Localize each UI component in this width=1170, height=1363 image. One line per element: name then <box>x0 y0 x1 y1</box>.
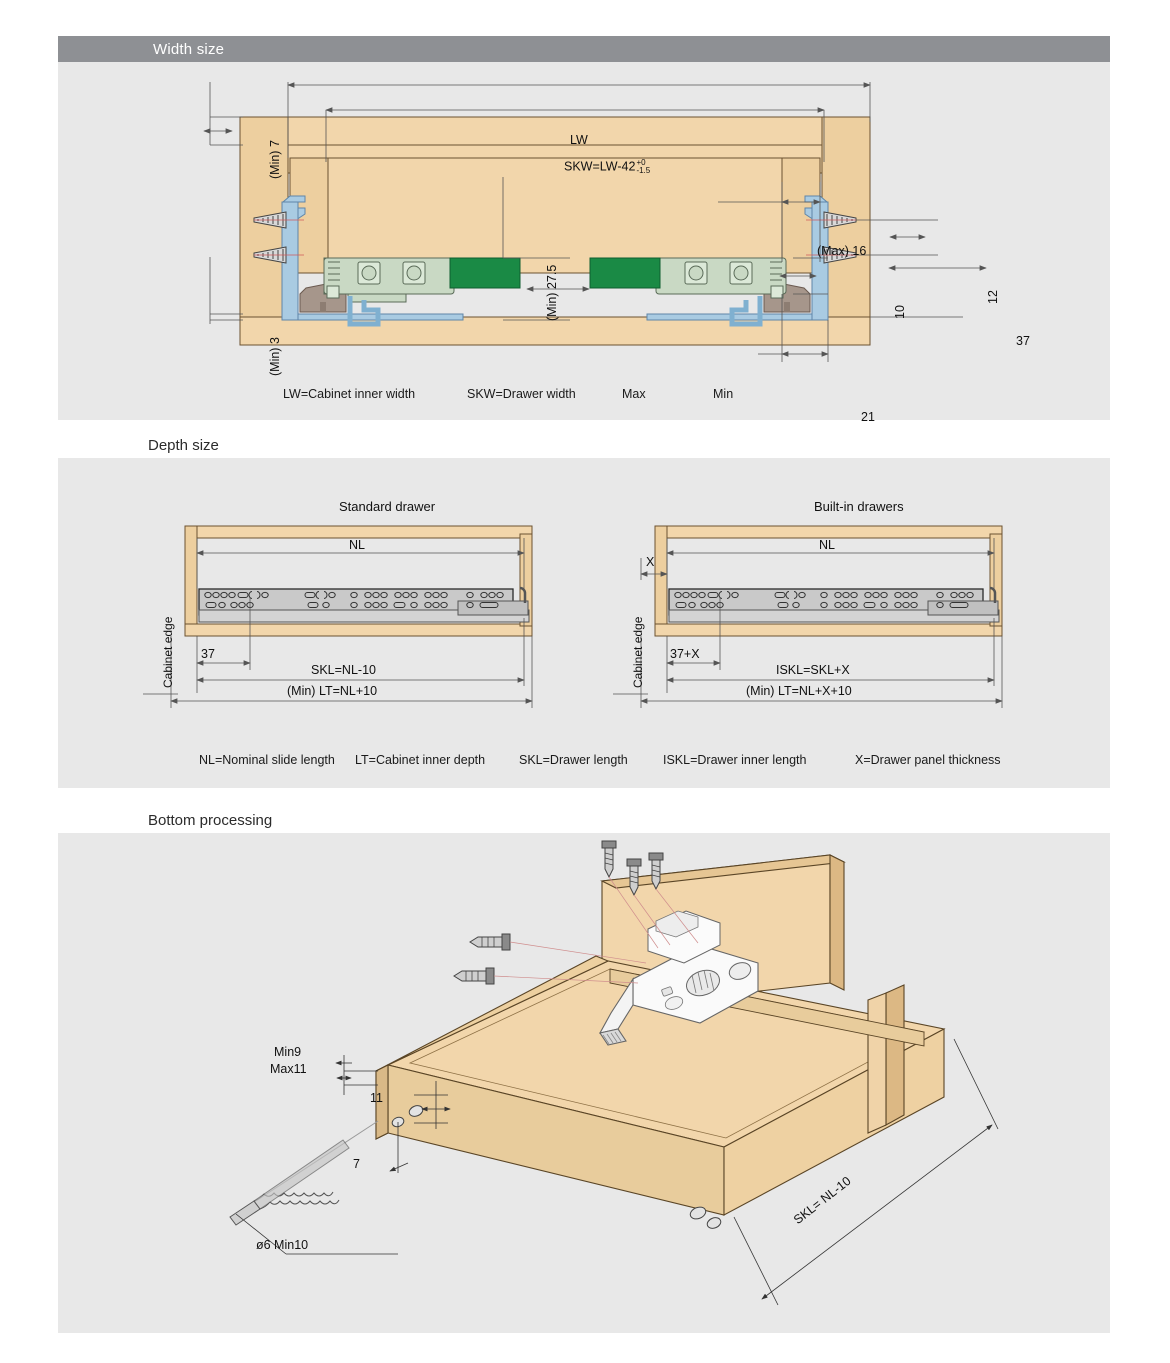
dim-label-min7: (Min) 7 <box>268 140 282 179</box>
dim-label-skw: SKW=LW-42+0-1.5 <box>564 159 650 175</box>
dim-label-lw: LW <box>570 133 588 147</box>
dim-label-10: 10 <box>893 305 907 319</box>
legend-max: Max <box>622 387 646 401</box>
depth-drawing <box>143 525 1003 708</box>
dim-label-x: X <box>646 555 655 569</box>
caption-builtin-drawers: Built-in drawers <box>814 499 904 514</box>
section-header-depth: Depth size <box>148 437 219 454</box>
panel-depth: Standard drawer Built-in drawers NL Cabi… <box>58 458 1110 788</box>
panel-bottom: Min9 Max11 11 7 ø6 Min10 SKL= NL-10 <box>58 833 1110 1333</box>
dim-label-37: 37 <box>1016 334 1030 348</box>
legend-skl: SKL=Drawer length <box>519 753 628 767</box>
dim-label-hole: ø6 Min10 <box>256 1238 309 1252</box>
legend-iskl: ISKL=Drawer inner length <box>663 753 807 767</box>
dim-label-37-left: 37 <box>201 647 215 661</box>
dim-label-11: 11 <box>370 1091 383 1105</box>
section-title-bottom: Bottom processing <box>148 812 273 829</box>
skw-tol-upper: +0 <box>636 158 646 167</box>
label-cabinet-edge-right: Cabinet edge <box>631 616 645 688</box>
dim-label-iskl: ISKL=SKL+X <box>776 663 850 677</box>
dim-label-37x: 37+X <box>670 647 700 661</box>
section-title-depth: Depth size <box>148 437 219 454</box>
dim-label-lt-right: (Min) LT=NL+X+10 <box>746 684 852 698</box>
legend-skw: SKW=Drawer width <box>467 387 576 401</box>
skw-tol-lower: -1.5 <box>636 166 651 175</box>
section-header-width: Width size <box>58 36 1110 62</box>
section-title-width: Width size <box>153 40 225 58</box>
dim-label-lt-left: (Min) LT=NL+10 <box>287 684 378 698</box>
legend-x: X=Drawer panel thickness <box>855 753 1001 767</box>
caption-standard-drawer: Standard drawer <box>339 499 436 514</box>
legend-min: Min <box>713 387 734 401</box>
dim-label-nl-right: NL <box>819 538 835 552</box>
dim-label-max11: Max11 <box>270 1062 307 1076</box>
bottom-drawing <box>229 840 999 1306</box>
legend-lw: LW=Cabinet inner width <box>283 387 416 401</box>
legend-nl: NL=Nominal slide length <box>199 753 335 767</box>
width-drawing <box>203 82 987 362</box>
dim-label-12: 12 <box>986 290 1000 304</box>
dim-label-7: 7 <box>353 1157 360 1171</box>
section-header-bottom: Bottom processing <box>148 812 272 829</box>
panel-width: LW SKW=LW-42+0-1.5 (Min) 7 (Min) 3 (Min)… <box>58 62 1110 424</box>
label-cabinet-edge-left: Cabinet edge <box>161 616 175 688</box>
dim-label-min275: (Min) 27.5 <box>545 264 559 321</box>
dim-label-min3: (Min) 3 <box>268 337 282 376</box>
legend-lt: LT=Cabinet inner depth <box>355 753 486 767</box>
skw-formula: SKW=LW-42 <box>564 159 636 174</box>
dim-label-21: 21 <box>861 410 875 424</box>
dim-label-skl: SKL=NL-10 <box>311 663 376 677</box>
dim-label-max16: (Max) 16 <box>817 244 867 258</box>
dim-label-nl-left: NL <box>349 538 365 552</box>
dim-label-min9: Min9 <box>274 1045 302 1059</box>
